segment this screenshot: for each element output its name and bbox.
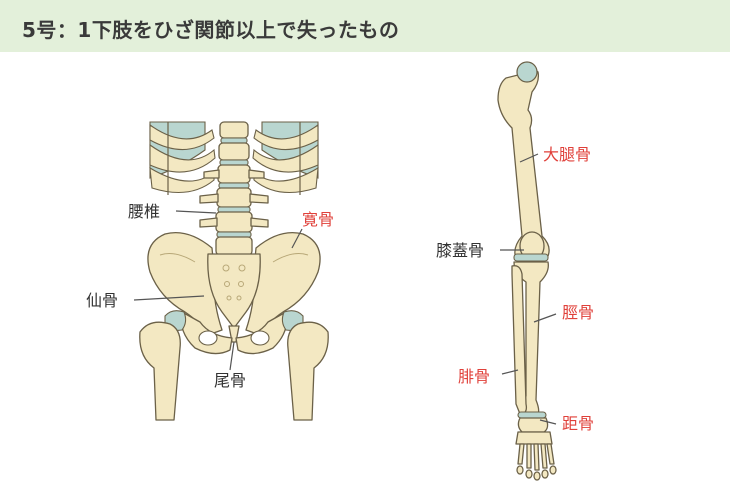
leg-group	[497, 61, 557, 481]
label-femur: 大腿骨	[543, 145, 591, 164]
leader-talus	[539, 419, 557, 425]
leader-tibia	[533, 313, 557, 323]
hip-bone-left	[147, 231, 223, 336]
page-title: 5号：1下肢をひざ関節以上で失ったもの	[22, 18, 400, 42]
label-ilium: 寛骨	[302, 210, 334, 229]
leader-fibula	[501, 369, 519, 375]
rib-cage	[149, 121, 319, 195]
pelvis-group	[139, 121, 329, 421]
leader-femur	[519, 153, 539, 163]
fibula	[511, 265, 528, 415]
sacrum	[207, 253, 261, 329]
label-fibula: 腓骨	[458, 367, 490, 386]
femur	[497, 67, 550, 259]
femur-upper-left	[139, 321, 181, 421]
leader-coccyx	[229, 341, 235, 371]
leader-lumbar	[175, 210, 217, 214]
label-tibia: 脛骨	[562, 303, 594, 322]
label-sacrum: 仙骨	[86, 291, 118, 310]
label-coccyx: 尾骨	[214, 371, 246, 390]
leader-sacrum	[133, 295, 205, 301]
hip-bone-right	[245, 231, 321, 336]
femur-upper-right	[287, 321, 329, 421]
talus	[517, 417, 549, 433]
label-patella: 膝蓋骨	[436, 241, 484, 260]
foot	[515, 431, 557, 481]
leader-ilium	[291, 228, 303, 249]
label-talus: 距骨	[562, 414, 594, 433]
header-bar: 5号：1下肢をひざ関節以上で失ったもの	[0, 0, 730, 52]
label-lumbar: 腰椎	[128, 202, 160, 221]
lumbar-vertebrae	[199, 121, 269, 256]
